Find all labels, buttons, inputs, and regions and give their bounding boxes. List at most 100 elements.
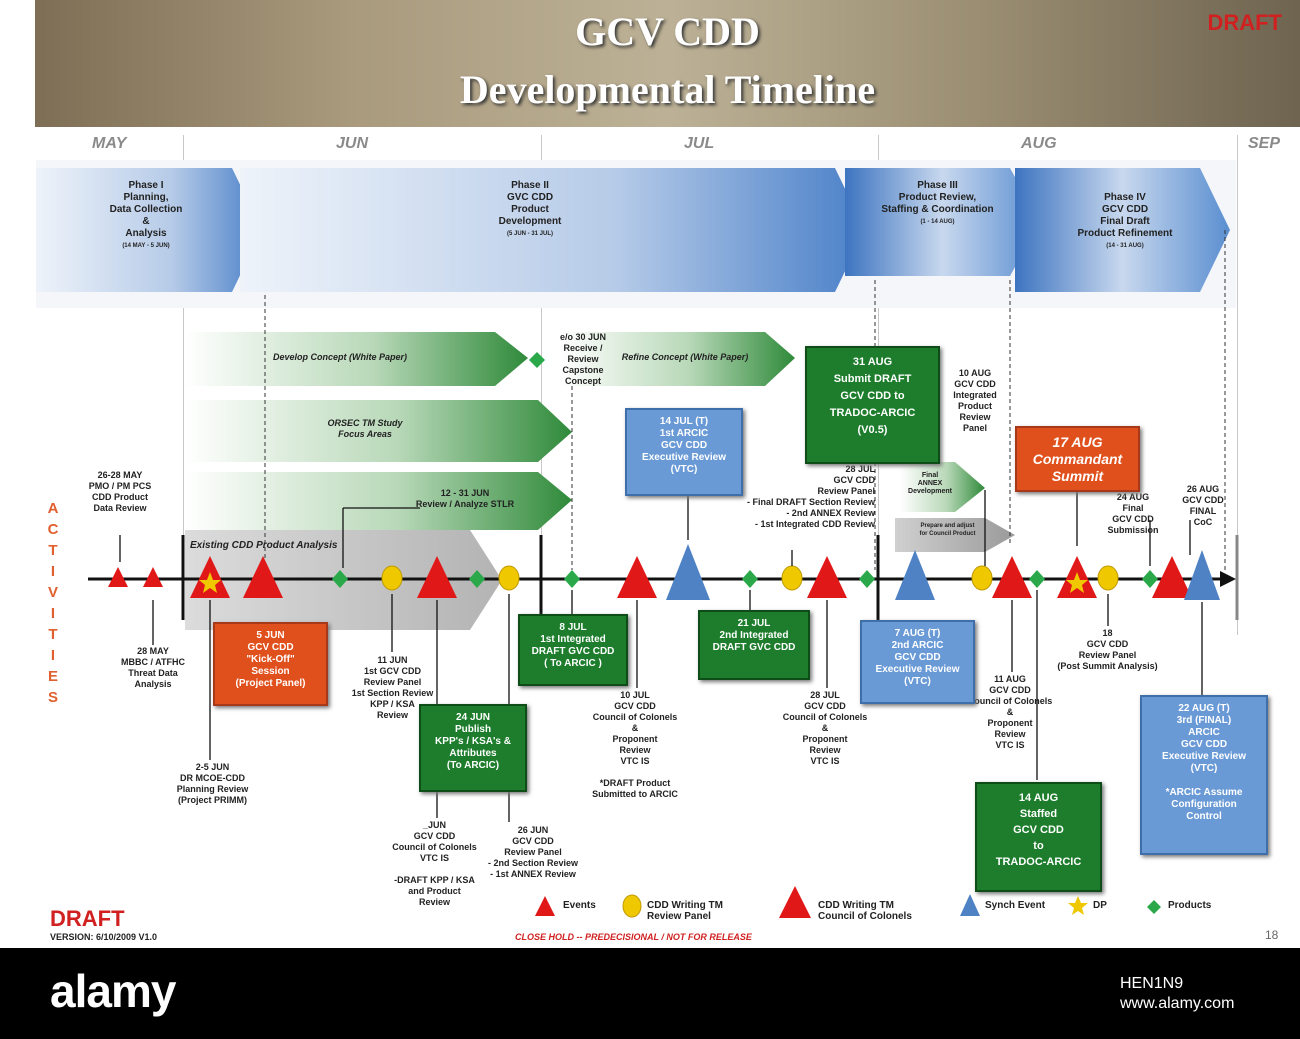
draft-stamp-bottom: DRAFT [50,906,125,931]
event-marker [108,567,128,587]
note-11-aug: 11 AUG GCV CDD Council of Colonels & Pro… [967,674,1053,750]
box-14-aug-staffed: 14 AUG Staffed GCV CDD to TRADOC-ARCIC [975,782,1102,892]
activity-arrow-orsec [185,400,572,462]
side-label-activities-letter: A [47,500,59,517]
note-26-28-may: 26-28 MAY PMO / PM PCS CDD Product Data … [88,470,152,513]
slide-subtitle: Developmental Timeline [459,67,876,112]
box-21-jul-draft: 21 JUL 2nd Integrated DRAFT GVC CDD [698,610,810,680]
review-panel-marker [498,565,520,591]
note-jun-coc: _JUN GCV CDD Council of Colonels VTC IS … [392,820,477,907]
box-31-aug-submit: 31 AUG Submit DRAFT GCV CDD to TRADOC-AR… [805,346,940,464]
review-panel-marker [1097,565,1119,591]
month-divider [541,135,542,535]
note-28-jul-panel: 28 JUL GCV CDD Review Panel - Final DRAF… [746,464,875,529]
synch-marker [666,544,710,600]
phase-2-title: Phase II GVC CDD Product Development [498,180,562,227]
synch-marker [895,550,935,600]
phase-arrow-3 [845,168,1040,276]
review-panel-marker [381,565,403,591]
month-jun: JUN [336,135,369,152]
activity-label-refine: Refine Concept (White Paper) [621,352,749,362]
phase-arrow-2 [240,168,865,292]
coc-marker [243,556,283,598]
coc-marker [1152,556,1192,598]
product-marker [1029,570,1045,588]
watermark-brand: alamy [50,965,176,1017]
coc-marker [417,556,457,598]
coc-marker [807,556,847,598]
activity-label-existing: Existing CDD Product Analysis [190,540,338,551]
legend-coc-icon [779,886,811,918]
side-label-activities-letter: T [48,626,58,643]
note-30-jun: e/o 30 JUN Receive / Review Capstone Con… [559,332,607,386]
box-7-aug-arcic: 7 AUG (T) 2nd ARCIC GCV CDD Executive Re… [860,620,975,704]
side-label-activities-letter: I [50,563,56,580]
box-14-jul-arcic: 14 JUL (T) 1st ARCIC GCV CDD Executive R… [625,408,743,496]
month-may: MAY [92,135,127,152]
product-marker [529,352,545,368]
note-10-aug: 10 AUG GCV CDD Integrated Product Review… [953,368,997,433]
synch-marker [1184,550,1220,600]
product-marker [564,570,580,588]
phase-arrow-4 [1015,168,1230,292]
box-17-aug-summit: 17 AUG Commandant Summit [1015,426,1140,492]
phase-4-note: (14 - 31 AUG) [1106,243,1144,249]
note-18-aug: 18 GCV CDD Review Panel (Post Summit Ana… [1057,628,1158,671]
phase-2-text: Phase II GVC CDD Product Development(5 J… [460,180,600,240]
note-24-aug: 24 AUG Final GCV CDD Submission [1107,492,1159,535]
timeline-arrowhead [1220,571,1236,587]
phase-4-title: Phase IV GCV CDD Final Draft Product Ref… [1077,192,1173,239]
legend-event-icon [535,896,555,916]
phase-3-title: Phase III Product Review, Staffing & Coo… [881,180,994,215]
dp-star [1066,572,1088,593]
phase-3-note: (1 - 14 AUG) [920,219,955,225]
legend-coc-label: CDD Writing TM Council of Colonels [818,900,912,922]
slide-title: GCV CDD [575,9,760,54]
review-panel-marker [781,565,803,591]
month-sep: SEP [1248,135,1281,152]
legend-dp-icon [1068,896,1088,915]
legend-products-icon [1147,900,1161,914]
side-label-activities-letter: I [50,647,56,664]
header-banner: GCV CDD Developmental Timeline DRAFT [35,0,1300,127]
slide: GCV CDD Developmental Timeline DRAFT MAY… [35,0,1300,942]
coc-marker [617,556,657,598]
activity-arrow-develop [185,332,528,386]
box-5-jun-kickoff: 5 JUN GCV CDD "Kick-Off" Session (Projec… [213,622,328,706]
legend-events-label: Events [563,900,596,911]
phase-1-title: Phase I Planning, Data Collection & Anal… [109,180,183,239]
month-divider [878,135,879,535]
side-label-activities-letter: I [50,605,56,622]
draft-stamp-top: DRAFT [1207,10,1282,35]
activity-arrow-final-annex [900,462,985,512]
event-marker [143,567,163,587]
phase-arrow-1 [36,168,262,292]
phase-4-text: Phase IV GCV CDD Final Draft Product Ref… [1050,192,1200,252]
product-marker [469,570,485,588]
watermark-image-id: HEN1N9 [1120,975,1184,992]
side-label-activities-letter: T [48,542,58,559]
activity-label-final-annex: Final ANNEX Development [908,472,952,495]
timeline-graphics [36,160,1239,918]
product-marker [742,570,758,588]
box-8-jul-draft: 8 JUL 1st Integrated DRAFT GVC CDD ( To … [518,614,628,686]
note-26-aug: 26 AUG GCV CDD FINAL CoC [1182,484,1224,527]
month-divider [183,135,184,535]
legend-dp-label: DP [1093,900,1107,911]
page-number: 18 [1265,928,1279,942]
phase-1-note: (14 MAY - 5 JUN) [122,243,170,249]
legend-review-icon [622,894,642,918]
month-jul: JUL [684,135,715,152]
note-28-may: 28 MAY MBBC / ATFHC Threat Data Analysis [121,646,185,689]
product-marker [332,570,348,588]
dp-star [199,572,221,593]
side-label-activities-letter: C [47,521,59,538]
note-10-jul: 10 JUL GCV CDD Council of Colonels & Pro… [592,690,678,799]
side-label-activities-letter: S [47,689,58,706]
note-28-jul-coc: 28 JUL GCV CDD Council of Colonels & Pro… [782,690,868,766]
review-panel-marker [971,565,993,591]
activity-label-orsec: ORSEC TM Study Focus Areas [327,418,403,439]
classification-label: CLOSE HOLD -- PREDECISIONAL / NOT FOR RE… [515,932,752,942]
box-24-jun-publish: 24 JUN Publish KPP's / KSA's & Attribute… [419,704,527,792]
note-26-jun: 26 JUN GCV CDD Review Panel - 2nd Sectio… [487,825,579,879]
